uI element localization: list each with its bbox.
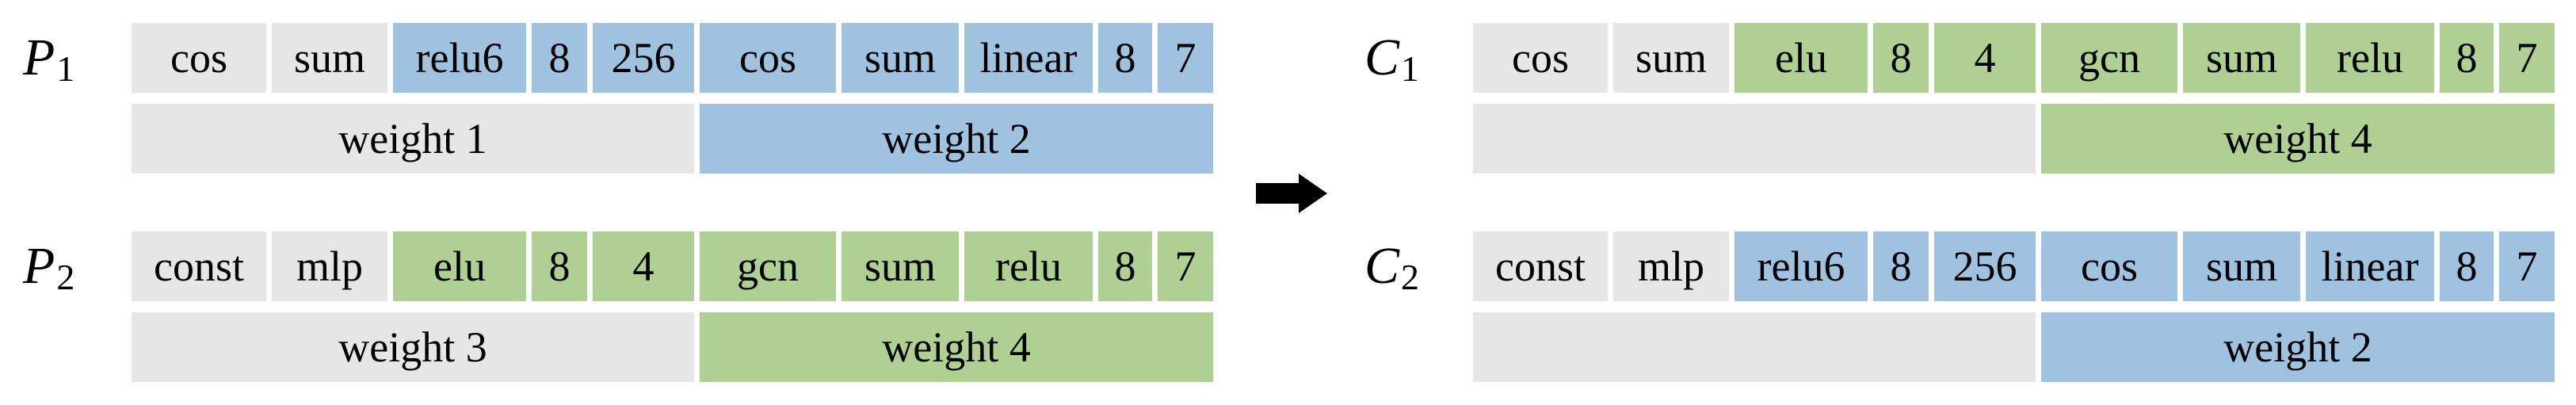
- gene-cell-p1-8: linear: [964, 23, 1093, 93]
- gene-cell-c2-5: 256: [1934, 231, 2036, 301]
- chromosome-letter: C: [1364, 237, 1400, 295]
- gene-cell-c1-4: 8: [1873, 23, 1929, 93]
- weight-band-c1-2: weight 4: [2041, 104, 2555, 174]
- gene-cell-c1-5: 4: [1934, 23, 2036, 93]
- right-arrow-icon: [1256, 174, 1327, 213]
- chromosome-letter: P: [23, 237, 55, 295]
- gene-cell-p2-7: sum: [841, 231, 959, 301]
- gene-cell-p1-7: sum: [841, 23, 959, 93]
- gene-cell-c2-4: 8: [1873, 231, 1929, 301]
- gene-cell-p1-3: relu6: [393, 23, 526, 93]
- gene-cell-c2-7: sum: [2183, 231, 2300, 301]
- gene-cell-p2-4: 8: [532, 231, 587, 301]
- chromosome-index: 2: [56, 257, 75, 297]
- gene-cell-c1-9: 8: [2440, 23, 2494, 93]
- gene-cell-p2-9: 8: [1098, 231, 1152, 301]
- gene-cell-c1-2: sum: [1613, 23, 1729, 93]
- gene-cell-c1-10: 7: [2499, 23, 2555, 93]
- chromosome-index: 1: [1401, 48, 1420, 89]
- gene-cell-c2-1: const: [1473, 231, 1608, 301]
- chromosome-index: 2: [1401, 257, 1420, 297]
- weight-band-p2-2: weight 4: [700, 312, 1213, 382]
- gene-cell-p2-8: relu: [964, 231, 1093, 301]
- weight-band-c1-1: [1473, 104, 2036, 174]
- gene-cell-p1-2: sum: [272, 23, 387, 93]
- gene-cell-c2-6: cos: [2041, 231, 2177, 301]
- weight-band-p1-2: weight 2: [700, 104, 1213, 174]
- gene-cell-c2-3: relu6: [1735, 231, 1868, 301]
- weight-band-p1-1: weight 1: [132, 104, 694, 174]
- gene-cell-p1-4: 8: [532, 23, 587, 93]
- chromosome-letter: P: [23, 29, 55, 86]
- gene-cell-c1-7: sum: [2183, 23, 2300, 93]
- weight-band-p2-1: weight 3: [132, 312, 694, 382]
- gene-cell-p2-10: 7: [1158, 231, 1213, 301]
- gene-cell-p1-5: 256: [593, 23, 694, 93]
- gene-cell-c2-10: 7: [2499, 231, 2555, 301]
- chromosome-index: 1: [56, 48, 75, 89]
- gene-cell-p2-3: elu: [393, 231, 526, 301]
- gene-cell-c1-1: cos: [1473, 23, 1608, 93]
- gene-cell-c1-6: gcn: [2041, 23, 2177, 93]
- gene-cell-c2-9: 8: [2440, 231, 2494, 301]
- gene-cell-p1-6: cos: [700, 23, 836, 93]
- gene-cell-c2-2: mlp: [1613, 231, 1729, 301]
- gene-cell-c1-8: relu: [2306, 23, 2434, 93]
- gene-cell-p2-2: mlp: [272, 231, 387, 301]
- gene-cell-p2-5: 4: [593, 231, 694, 301]
- gene-cell-c2-8: linear: [2306, 231, 2434, 301]
- gene-cell-p1-10: 7: [1158, 23, 1213, 93]
- weight-band-c2-1: [1473, 312, 2036, 382]
- gene-cell-p1-9: 8: [1098, 23, 1152, 93]
- gene-cell-p1-1: cos: [132, 23, 266, 93]
- gene-cell-p2-1: const: [132, 231, 266, 301]
- weight-band-c2-2: weight 2: [2041, 312, 2555, 382]
- gene-cell-c1-3: elu: [1735, 23, 1868, 93]
- chromosome-letter: C: [1364, 29, 1400, 86]
- gene-cell-p2-6: gcn: [700, 231, 836, 301]
